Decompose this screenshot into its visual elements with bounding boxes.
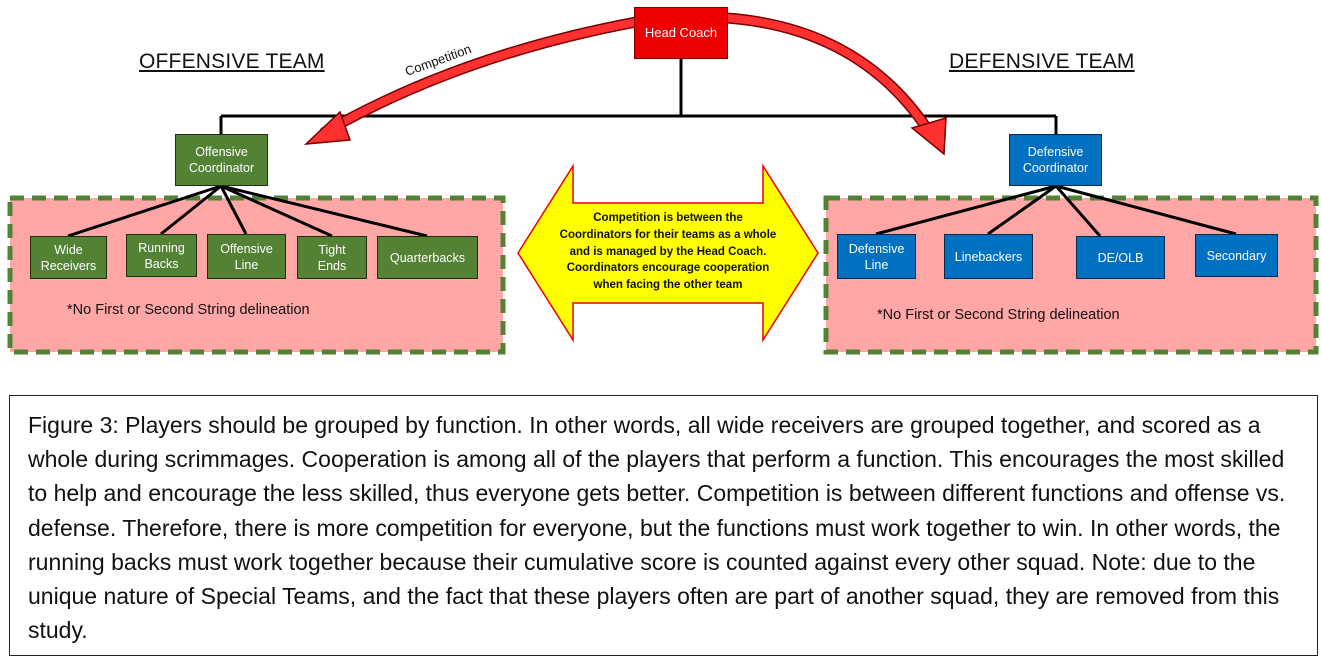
center-double-arrow	[517, 163, 819, 343]
unit-defensive-line: Defensive Line	[837, 234, 916, 279]
unit-wide-receivers: Wide Receivers	[30, 236, 107, 279]
defense-unit-lines	[875, 184, 1237, 237]
competition-arrow-right-head	[910, 116, 947, 156]
competition-arrow-left-head	[303, 110, 352, 145]
unit-tight-ends: Tight Ends	[297, 236, 367, 279]
head-coach-node: Head Coach	[634, 7, 728, 59]
offensive-team-title: OFFENSIVE TEAM	[139, 50, 325, 73]
competition-arrow-left	[321, 18, 640, 136]
competition-arrow-right-outline	[721, 12, 934, 136]
center-arrow-text: Competition is between the Coordinators …	[559, 212, 777, 292]
offense-unit-lines	[67, 184, 428, 238]
unit-linebackers: Linebackers	[944, 234, 1033, 279]
offense-note: *No First or Second String delineation	[67, 302, 310, 318]
offensive-coordinator-node: Offensive Coordinator	[175, 134, 268, 186]
org-chart-diagram: OFFENSIVE TEAM DEFENSIVE TEAM Head Coach…	[7, 7, 1319, 355]
unit-offensive-line: Offensive Line	[207, 234, 286, 279]
defense-note: *No First or Second String delineation	[877, 307, 1120, 323]
defensive-coordinator-node: Defensive Coordinator	[1009, 134, 1102, 186]
figure-caption: Figure 3: Players should be grouped by f…	[9, 395, 1318, 656]
unit-running-backs: Running Backs	[126, 234, 197, 277]
unit-de-olb: DE/OLB	[1076, 236, 1165, 279]
unit-quarterbacks: Quarterbacks	[377, 236, 478, 279]
defensive-team-title: DEFENSIVE TEAM	[949, 50, 1135, 73]
unit-secondary: Secondary	[1195, 234, 1278, 277]
competition-arrow-right	[723, 14, 932, 134]
